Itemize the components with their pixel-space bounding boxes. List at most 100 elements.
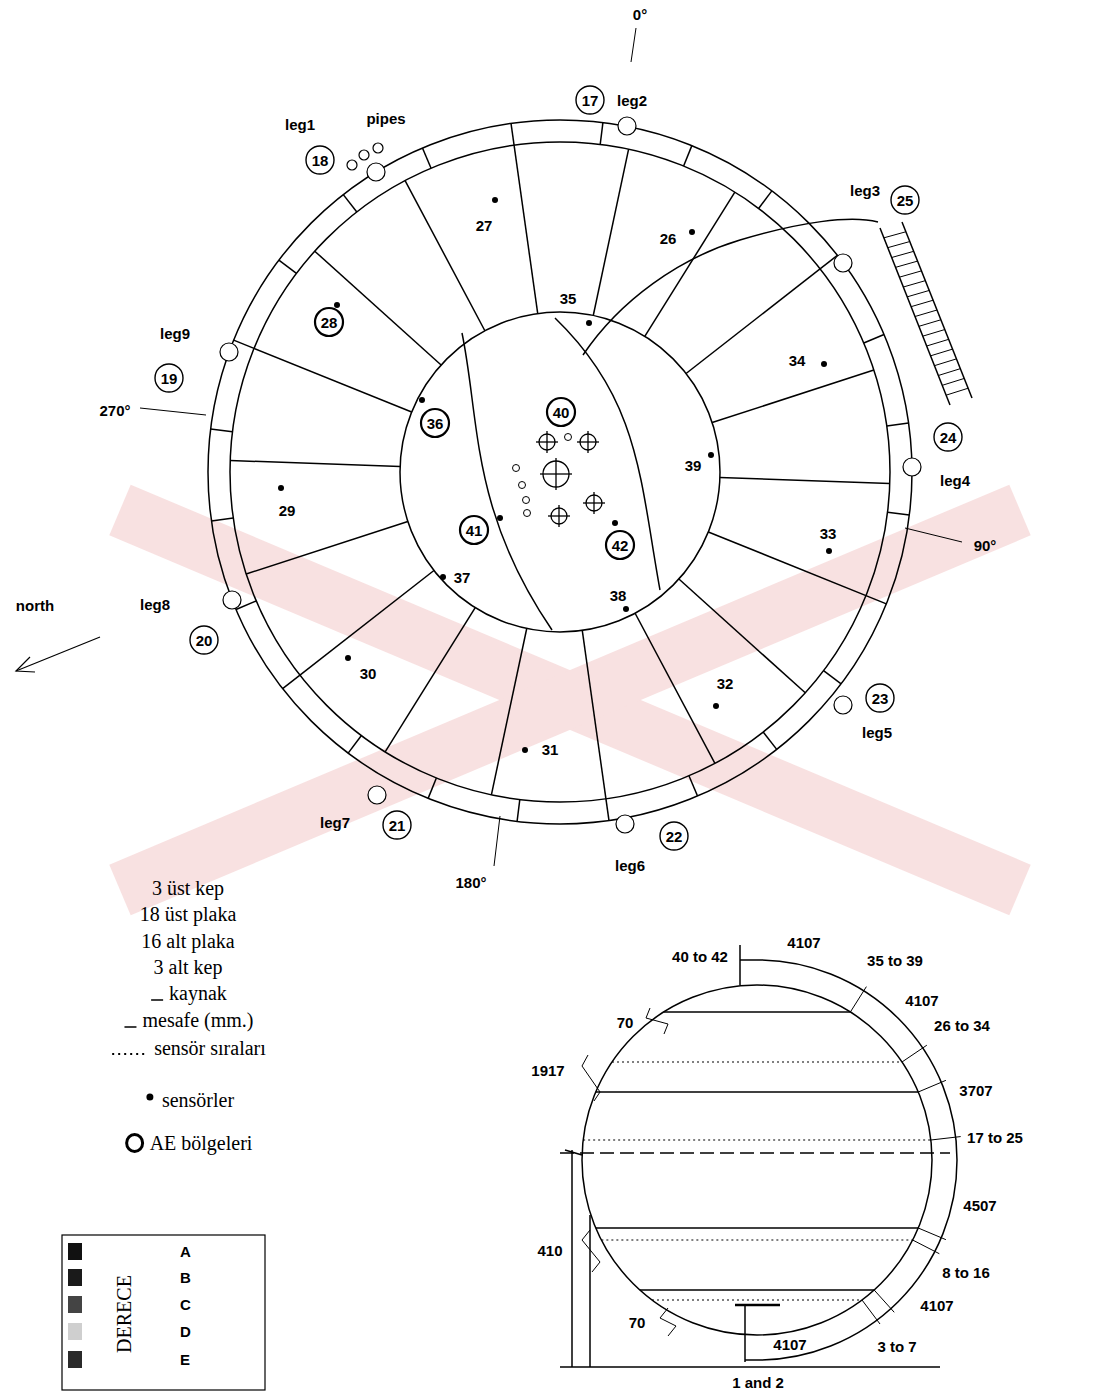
diagram-label: 4107 (787, 934, 820, 951)
ring-segment (606, 799, 609, 821)
plate-weld (254, 348, 412, 412)
diagram-label: 1 and 2 (732, 1374, 784, 1391)
grade-table (62, 1235, 265, 1390)
ae-region-circle: 22 (659, 821, 689, 851)
leg-symbol (834, 696, 852, 714)
leg-symbol (368, 786, 386, 804)
diagram-label: 4107 (773, 1336, 806, 1353)
grade-letter: C (180, 1296, 191, 1313)
ring-segment (824, 671, 842, 684)
dimension-tick (862, 1300, 880, 1324)
plate-weld (300, 571, 434, 676)
grade-swatch (68, 1323, 82, 1340)
sensor-dot (419, 397, 425, 403)
legend-text: sensör sıraları (154, 1038, 266, 1058)
diagram-label: leg1 (285, 116, 315, 133)
diagram-label: 18 üst plaka (140, 903, 237, 926)
sensor-row (583, 1139, 931, 1140)
diagram-label: 31 (542, 741, 559, 758)
region-number: 28 (321, 315, 338, 330)
ring-segment (600, 123, 603, 145)
region-number: 36 (427, 416, 444, 431)
diagram-label: leg7 (320, 814, 350, 831)
diagram-label: 32 (717, 675, 734, 692)
diagram-label: 3707 (959, 1082, 992, 1099)
diagram-label: leg9 (160, 325, 190, 342)
diagram-label: 4107 (905, 992, 938, 1009)
ring-segment (759, 191, 772, 209)
ae-region-circle: 42 (605, 530, 635, 560)
diagram-label: 410 (537, 1242, 562, 1259)
region-number: 40 (553, 405, 570, 420)
diagram-label: north (16, 597, 54, 614)
diagram-label: leg2 (617, 92, 647, 109)
ladder-rung (934, 359, 956, 366)
ring-segment (684, 146, 692, 166)
ladder-rung (938, 369, 960, 376)
diagram-label: 17 to 25 (967, 1129, 1023, 1146)
plate-weld (593, 149, 628, 315)
legend-sample (142, 1090, 158, 1110)
sensor-dot (821, 361, 827, 367)
leg-symbol (220, 343, 238, 361)
legend-row: sensörler (142, 1090, 234, 1110)
ladder-rung (942, 378, 964, 385)
leg-symbol (618, 117, 636, 135)
legend-sample (124, 1133, 146, 1153)
region-number: 20 (196, 633, 213, 648)
plate-weld (491, 629, 526, 795)
plate-weld (679, 579, 805, 693)
small-nozzle (519, 482, 526, 489)
region-number: 18 (312, 153, 329, 168)
plate-weld (582, 630, 606, 798)
diagram-label: pipes (366, 110, 405, 127)
ladder-rung (915, 310, 937, 317)
diagram-label: 29 (279, 502, 296, 519)
diagram-label: leg4 (940, 472, 970, 489)
leg-symbol (903, 458, 921, 476)
region-number: 42 (612, 538, 629, 553)
sensor-row (601, 1239, 912, 1240)
nozzle-symbol (540, 458, 572, 490)
weld-line (596, 1227, 918, 1229)
grade-swatch (68, 1351, 82, 1368)
diagram-label: 4107 (920, 1297, 953, 1314)
leg-symbol (367, 163, 385, 181)
ring-segment (422, 148, 431, 168)
diagram-label: 33 (820, 525, 837, 542)
diagram-label: 34 (789, 352, 806, 369)
region-number: 41 (466, 523, 483, 538)
ladder-rung (931, 349, 953, 356)
ladder (880, 222, 972, 405)
dimension-tick (931, 1137, 961, 1140)
sensor-dot (334, 302, 340, 308)
grade-swatch (68, 1269, 82, 1286)
diagram-label: 4507 (963, 1197, 996, 1214)
ring-segment (763, 732, 777, 749)
ae-region-circle: 40 (546, 397, 576, 427)
sensor-dot (492, 197, 498, 203)
ae-region-circle: 28 (314, 307, 344, 337)
ring-segment (279, 260, 297, 273)
diagram-label: 180° (455, 874, 486, 891)
plate-weld (405, 181, 485, 331)
weld-line (664, 1011, 851, 1013)
plate-weld (230, 460, 400, 466)
ring-segment (866, 596, 886, 604)
ladder-rung (899, 271, 921, 277)
ladder-rung (919, 320, 941, 327)
diagram-label: 270° (99, 402, 130, 419)
diagram-label: 70 (629, 1314, 646, 1331)
ring-segment (211, 518, 233, 521)
sensor-dot (586, 320, 592, 326)
ae-region-circle: 18 (305, 145, 335, 175)
diagram-label: 26 to 34 (934, 1017, 990, 1034)
sensor-dot (689, 229, 695, 235)
sensor-dot (623, 606, 629, 612)
diagram-label: 3 üst kep (152, 877, 224, 900)
ring-segment (888, 512, 910, 515)
sensor-dot (713, 703, 719, 709)
small-nozzle (565, 434, 572, 441)
plate-weld (708, 532, 866, 596)
